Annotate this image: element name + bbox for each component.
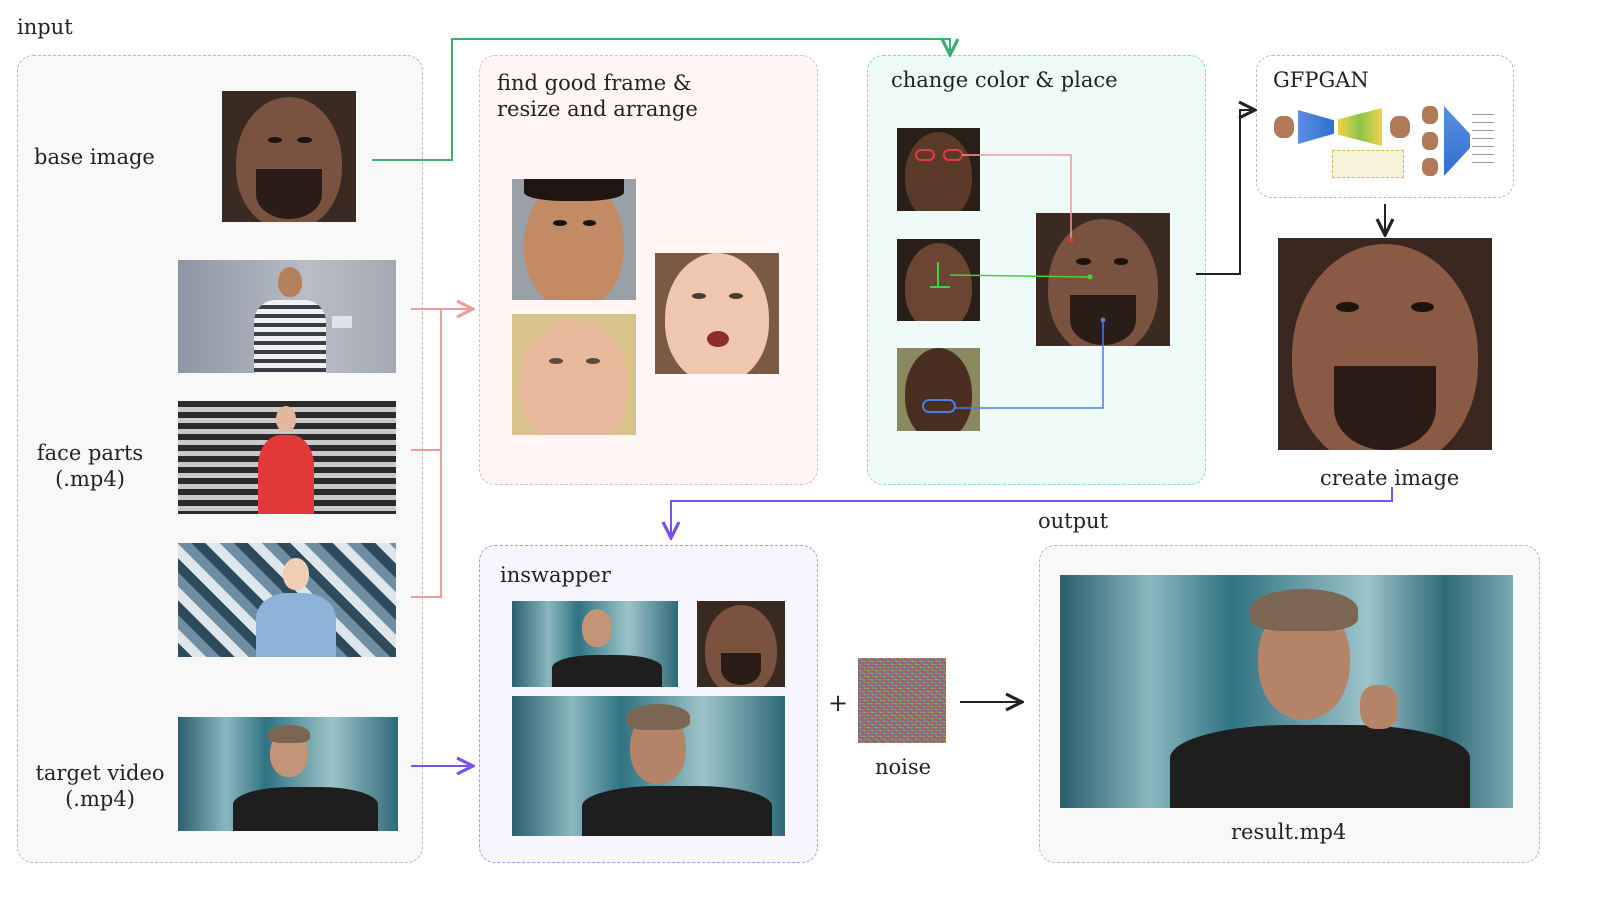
result-hand: [1360, 685, 1398, 729]
face-parts-label-line1: face parts: [36, 441, 144, 465]
face-parts-label-line2: (.mp4): [55, 467, 125, 492]
composite-eye-left: [1076, 258, 1091, 265]
change-color-title: change color & place: [891, 68, 1118, 92]
base-eye-right: [297, 136, 312, 144]
video3-head: [283, 558, 309, 590]
crop-face-man-hair: [524, 179, 624, 201]
create-image-label: create image: [1320, 466, 1460, 490]
target-hair: [268, 725, 310, 743]
gfpgan-latent: [1338, 108, 1382, 146]
plus-sign: +: [828, 689, 849, 717]
crop-face-woman-eye-right: [729, 292, 744, 299]
part-eyes-face: [897, 128, 980, 211]
crop-face-woman-mouth: [707, 331, 729, 347]
gfpgan-input-face: [1274, 116, 1294, 138]
part-nose-skin: [905, 243, 972, 321]
gfpgan-disc-3: [1422, 158, 1438, 176]
noise-label: noise: [875, 755, 932, 779]
created-face-image: [1278, 238, 1492, 450]
crop-face-blonde: [512, 314, 636, 435]
crop-face-blonde-eye-right: [586, 357, 601, 364]
inswapper-title: inswapper: [500, 563, 611, 587]
gfpgan-output-face: [1390, 116, 1410, 138]
find-frame-title-line1: find good frame &: [497, 71, 692, 95]
composite-face: [1036, 213, 1170, 346]
video2-body: [258, 435, 314, 514]
face-part-video-2: [178, 401, 396, 514]
find-frame-title-line2: resize and arrange: [497, 97, 698, 122]
crop-face-man-eye-right: [582, 220, 597, 227]
crop-face-man-eye-left: [552, 220, 567, 227]
inswap-source-face: [697, 601, 785, 687]
face-part-video-1: [178, 260, 396, 373]
base-image-label: base image: [34, 145, 155, 169]
created-eye-right: [1410, 301, 1435, 313]
gfpgan-text-lines: [1472, 114, 1494, 164]
part-eyes-skin: [905, 132, 972, 211]
gfpgan-architecture: [1272, 98, 1496, 182]
target-video-thumb: [178, 717, 398, 831]
part-mouth-face: [897, 348, 980, 431]
gfpgan-disc-2: [1422, 132, 1438, 150]
target-video-label-line1: target video: [35, 761, 165, 785]
face-parts-label: face parts (.mp4): [28, 440, 152, 493]
base-eye-left: [267, 136, 283, 144]
noise-image: [858, 658, 946, 743]
result-frame: [1060, 575, 1513, 808]
target-video-label: target video (.mp4): [30, 760, 170, 813]
arrow-create-to-inswap: [671, 487, 1393, 536]
input-label: input: [17, 15, 73, 39]
inswap-frame-small-body: [552, 655, 662, 687]
gfpgan-disc-net: [1444, 106, 1470, 176]
result-label: result.mp4: [1231, 820, 1347, 844]
target-body: [233, 787, 378, 831]
output-label: output: [1038, 509, 1109, 533]
crop-face-woman: [655, 253, 779, 374]
find-frame-title: find good frame & resize and arrange: [497, 70, 698, 123]
gfpgan-loss-block: [1332, 150, 1404, 178]
base-beard: [256, 169, 322, 219]
gfpgan-disc-1: [1422, 106, 1438, 124]
video2-head: [276, 406, 296, 432]
crop-face-blonde-eye-left: [549, 357, 563, 364]
part-nose-face: [897, 239, 980, 321]
created-eye-left: [1335, 301, 1360, 313]
inswap-frame-large: [512, 696, 785, 836]
video1-sign: [332, 316, 352, 328]
crop-face-man: [512, 179, 636, 300]
result-hair: [1250, 589, 1358, 631]
composite-beard: [1070, 295, 1136, 345]
created-beard: [1334, 366, 1436, 450]
gfpgan-title: GFPGAN: [1273, 68, 1369, 92]
video3-body: [256, 593, 336, 657]
crop-face-woman-eye-left: [692, 292, 706, 299]
gfpgan-encoder: [1298, 110, 1334, 144]
inswap-frame-small: [512, 601, 678, 687]
video1-body: [254, 300, 326, 373]
video1-head: [278, 267, 302, 297]
face-part-video-3: [178, 543, 396, 657]
inswap-frame-small-head: [582, 609, 612, 647]
composite-eye-right: [1113, 258, 1129, 265]
result-body: [1170, 725, 1470, 808]
base-image: [222, 91, 356, 222]
inswap-frame-large-body: [582, 786, 772, 836]
crop-face-woman-skin: [665, 253, 769, 374]
inswap-frame-large-hair: [626, 704, 690, 730]
inswap-source-beard: [721, 653, 761, 685]
crop-face-blonde-skin: [520, 320, 628, 435]
part-mouth-skin: [905, 348, 972, 431]
target-video-label-line2: (.mp4): [65, 787, 135, 812]
